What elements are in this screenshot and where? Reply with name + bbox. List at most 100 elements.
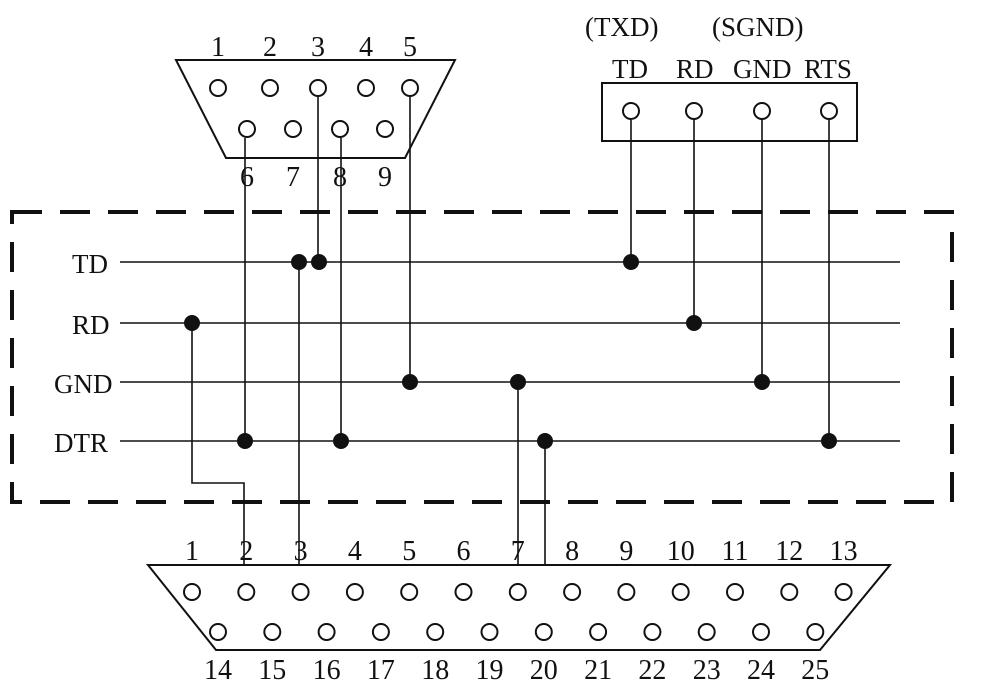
db25-pin-hole [184,584,200,600]
db25-pin-hole [836,584,852,600]
db25-shell [148,565,890,650]
db25-pin-hole [347,584,363,600]
db25-pin-label: 15 [258,655,286,686]
db25-pin-label: 9 [619,536,633,567]
db25-pin-label: 5 [402,536,416,567]
db25-pin-label: 18 [421,655,449,686]
db9-pin-hole [239,121,255,137]
db25-pin-hole [699,624,715,640]
header-label-gnd: GND [733,54,792,84]
db9-connector: 123456789 [176,32,455,193]
db25-pin-label: 13 [830,536,858,567]
db9-pin-label: 3 [311,32,325,63]
db25-pin-label: 17 [367,655,395,686]
db9-pin-label: 4 [359,32,373,63]
db25-pin-hole [456,584,472,600]
db25-pin-hole [536,624,552,640]
label-dtr: DTR [54,428,108,458]
db25-pin-hole [373,624,389,640]
db25-pin-label: 14 [204,655,232,686]
junction-dot [291,254,307,270]
db9-pin-hole [358,80,374,96]
junction-dot [623,254,639,270]
header-label-rd: RD [676,54,714,84]
db25-pin-hole [238,584,254,600]
db9-pin-hole [310,80,326,96]
db25-pin-label: 16 [313,655,341,686]
header-pin-hole [821,103,837,119]
header-pin-hole [686,103,702,119]
db25-pin-hole [427,624,443,640]
junction-dot [237,433,253,449]
db25-pin-hole [210,624,226,640]
db25-pin-hole [781,584,797,600]
db25-pin-hole [618,584,634,600]
label-td: TD [72,249,108,279]
db25-pin-label: 25 [801,655,829,686]
db25-pin-hole [673,584,689,600]
db9-pin-hole [262,80,278,96]
db9-pin-hole [210,80,226,96]
header-pin-hole [754,103,770,119]
db9-pin-label: 8 [333,162,347,193]
junction-dot [333,433,349,449]
db9-pin-label: 2 [263,32,277,63]
db25-pin-label: 4 [348,536,362,567]
db25-pin-hole [564,584,580,600]
db25-pin-label: 21 [584,655,612,686]
db25-pin-hole [807,624,823,640]
db25-pin-label: 10 [667,536,695,567]
db25-pin-label: 11 [722,536,749,567]
annotation-txd: (TXD) [585,12,658,42]
db25-pin-label: 20 [530,655,558,686]
db25-pin-label: 12 [775,536,803,567]
db25-pin-hole [753,624,769,640]
db9-pin-hole [402,80,418,96]
db25-pin-label: 19 [476,655,504,686]
db9-shell [176,60,455,158]
junction-dot [510,374,526,390]
db25-pin-label: 6 [457,536,471,567]
db25-pin-hole [727,584,743,600]
signal-buses: TD RD GND DTR [54,249,900,458]
db25-pin-label: 8 [565,536,579,567]
db25-pin-label: 23 [693,655,721,686]
db9-pin-label: 9 [378,162,392,193]
junction-dot [537,433,553,449]
header-pin-hole [623,103,639,119]
junction-dot [184,315,200,331]
db25-pin-hole [264,624,280,640]
db25-pin-hole [590,624,606,640]
dashed-boundary [12,212,952,502]
header-label-td: TD [612,54,648,84]
junction-dot [686,315,702,331]
junction-dot [754,374,770,390]
db9-pin-hole [285,121,301,137]
annotation-sgnd: (SGND) [712,12,804,42]
label-gnd: GND [54,369,113,399]
db9-pin-label: 7 [286,162,300,193]
junction-dot [402,374,418,390]
label-rd: RD [72,310,110,340]
db9-pin-label: 6 [240,162,254,193]
db25-pin-hole [482,624,498,640]
db25-pin-label: 22 [638,655,666,686]
junctions [184,254,837,449]
db9-pin-hole [332,121,348,137]
db9-pin-hole [377,121,393,137]
db25-connector: 1234567891011121314151617181920212223242… [148,536,890,686]
header-block: (TXD) (SGND) TD RD GND RTS [585,12,857,141]
db9-pin-label: 5 [403,32,417,63]
db25-pin-label: 2 [239,536,253,567]
header-label-rts: RTS [804,54,852,84]
db25-pin-hole [510,584,526,600]
db25-pin-hole [401,584,417,600]
db25-pin-hole [319,624,335,640]
junction-dot [311,254,327,270]
wire-rd-db25-2 [192,323,244,592]
junction-dot [821,433,837,449]
db25-pin-label: 24 [747,655,775,686]
db25-pin-hole [644,624,660,640]
db25-pin-hole [293,584,309,600]
